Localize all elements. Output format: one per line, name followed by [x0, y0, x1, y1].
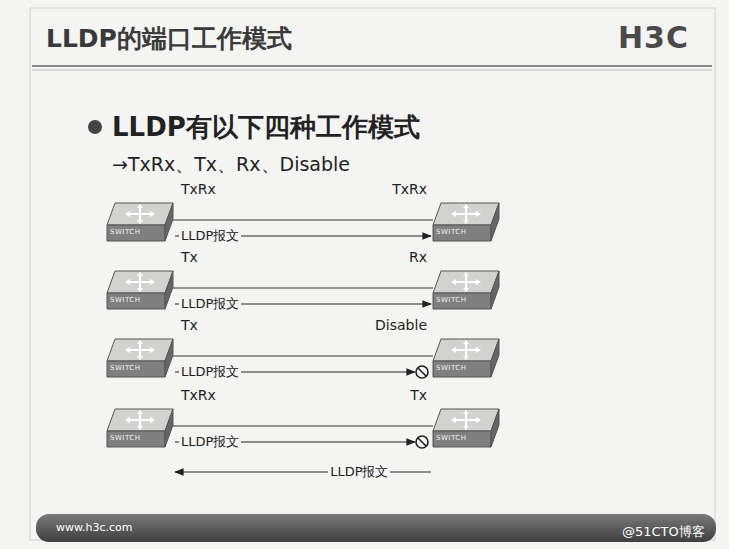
switch-node: TxRxSWITCH — [105, 407, 175, 449]
device-label: SWITCH — [110, 228, 140, 236]
port-mode-label: Rx — [409, 249, 427, 265]
bullet-dot — [88, 120, 102, 134]
device-label: SWITCH — [436, 364, 466, 372]
port-mode-label: Tx — [410, 387, 427, 403]
switch-node: TxRxSWITCH — [431, 201, 501, 243]
watermark: @51CTO博客 — [622, 523, 705, 541]
slide-frame — [30, 8, 715, 540]
switch-icon — [431, 269, 501, 311]
switch-icon — [431, 337, 501, 379]
device-label: SWITCH — [110, 434, 140, 442]
port-mode-label: TxRx — [181, 181, 216, 197]
switch-node: RxSWITCH — [431, 269, 501, 311]
switch-icon — [105, 201, 175, 243]
edge-label: LLDP报文 — [179, 296, 241, 312]
footer-band — [36, 514, 716, 542]
blocked-symbol — [416, 436, 428, 448]
device-label: SWITCH — [436, 228, 466, 236]
switch-node: TxSWITCH — [431, 407, 501, 449]
logo: H3C — [618, 20, 689, 55]
cable-line — [173, 287, 433, 288]
switch-icon — [431, 201, 501, 243]
port-mode-label: TxRx — [181, 387, 216, 403]
message-arrow — [175, 471, 431, 472]
edge-label: LLDP报文 — [328, 464, 390, 480]
switch-icon — [431, 407, 501, 449]
port-mode-label: Disable — [375, 317, 427, 333]
cable-line — [173, 425, 433, 426]
blocked-symbol — [416, 366, 428, 378]
cable-line — [173, 219, 433, 220]
switch-node: TxSWITCH — [105, 337, 175, 379]
port-mode-label: Tx — [181, 317, 198, 333]
bullet-text: LLDP有以下四种工作模式 — [112, 110, 420, 145]
header-rule — [32, 70, 712, 71]
header-rule — [32, 65, 712, 67]
edge-label: LLDP报文 — [179, 228, 241, 244]
slide-title: LLDP的端口工作模式 — [46, 22, 292, 55]
sub-bullet: →TxRx、Tx、Rx、Disable — [112, 152, 350, 178]
footer-url: www.h3c.com — [56, 521, 132, 534]
switch-node: DisableSWITCH — [431, 337, 501, 379]
switch-icon — [105, 269, 175, 311]
cable-line — [173, 355, 433, 356]
port-mode-label: Tx — [181, 249, 198, 265]
switch-node: TxSWITCH — [105, 269, 175, 311]
port-mode-label: TxRx — [392, 181, 427, 197]
switch-icon — [105, 337, 175, 379]
device-label: SWITCH — [110, 296, 140, 304]
device-label: SWITCH — [436, 296, 466, 304]
edge-label: LLDP报文 — [179, 434, 241, 450]
switch-node: TxRxSWITCH — [105, 201, 175, 243]
device-label: SWITCH — [436, 434, 466, 442]
device-label: SWITCH — [110, 364, 140, 372]
switch-icon — [105, 407, 175, 449]
edge-label: LLDP报文 — [179, 364, 241, 380]
